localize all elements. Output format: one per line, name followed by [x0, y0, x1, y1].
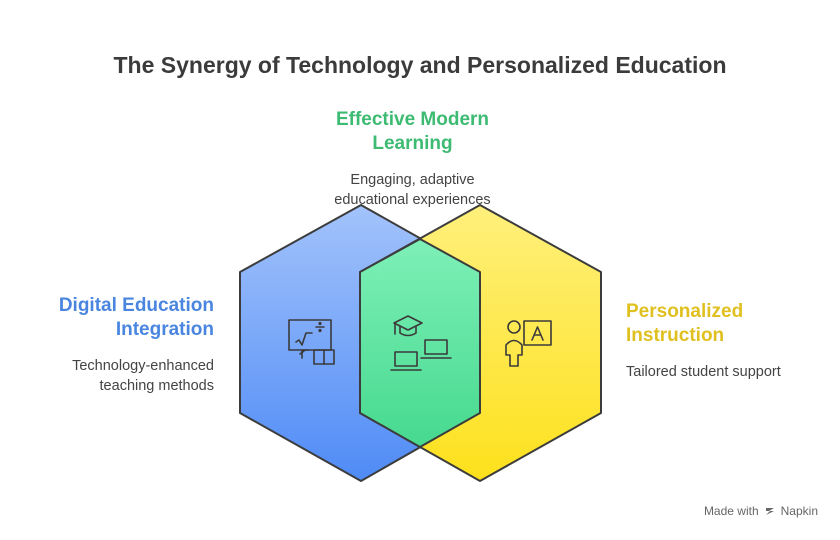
- top-heading-line2: Learning: [372, 133, 453, 154]
- math-book-icon: [288, 319, 335, 365]
- right-heading-line2: Instruction: [626, 325, 725, 346]
- right-heading-line1: Personalized: [626, 301, 744, 322]
- left-heading-line2: Integration: [115, 319, 214, 340]
- page-title: The Synergy of Technology and Personaliz…: [113, 52, 727, 78]
- footer-credit: Made with Napkin: [704, 504, 818, 518]
- left-label-block: Digital Education Integration Technology…: [20, 294, 214, 396]
- right-desc-line1: Tailored student support: [626, 364, 781, 380]
- top-label-block: Effective Modern Learning Engaging, adap…: [270, 108, 555, 210]
- graduation-laptops-icon: [390, 315, 452, 371]
- footer-brand: Napkin: [780, 504, 818, 518]
- footer-made-with: Made with: [703, 504, 759, 518]
- top-heading: Effective Modern Learning: [270, 108, 555, 156]
- right-description: Tailored student support: [626, 362, 826, 382]
- left-heading-line1: Digital Education: [58, 295, 214, 316]
- napkin-logo-icon: [765, 508, 774, 515]
- right-label-block: Personalized Instruction Tailored studen…: [626, 300, 826, 382]
- left-description: Technology-enhanced teaching methods: [20, 356, 214, 396]
- top-desc-line1: Engaging, adaptive: [350, 172, 475, 188]
- left-heading: Digital Education Integration: [20, 294, 214, 342]
- top-desc-line2: educational experiences: [334, 192, 491, 208]
- left-desc-line1: Technology-enhanced: [72, 358, 214, 374]
- student-letter-a-icon: [505, 320, 552, 367]
- top-description: Engaging, adaptive educational experienc…: [270, 170, 555, 210]
- right-heading: Personalized Instruction: [626, 300, 826, 348]
- left-desc-line2: teaching methods: [99, 378, 214, 394]
- green-overlap: [359, 238, 481, 448]
- top-heading-line1: Effective Modern: [335, 109, 490, 130]
